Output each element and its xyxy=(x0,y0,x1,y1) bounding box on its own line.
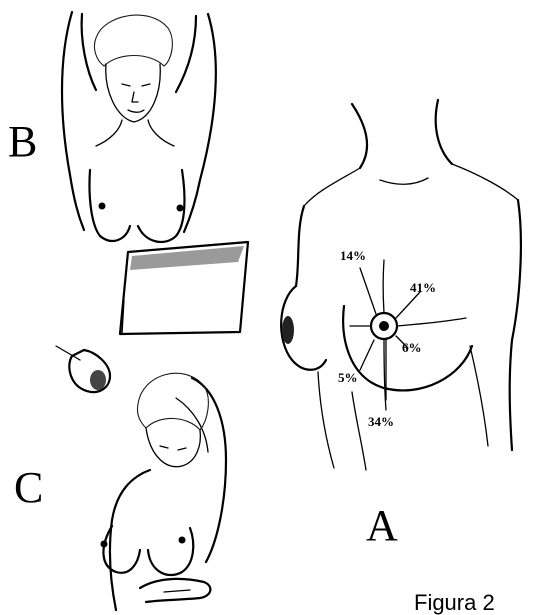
panel-b-nipple-left xyxy=(99,203,106,210)
panel-b-illustration xyxy=(62,12,248,334)
panel-label-c: C xyxy=(14,463,43,512)
panel-c-nipple-right xyxy=(179,537,186,544)
panel-a-nipple-side xyxy=(282,316,294,344)
pct-lower-outer: 6% xyxy=(402,340,422,355)
panel-b-nipple-right xyxy=(177,205,184,212)
pct-lower-inner: 5% xyxy=(338,370,358,385)
panel-a-illustration xyxy=(281,100,521,470)
panel-label-b: B xyxy=(8,117,37,166)
panel-c-nipple-left xyxy=(101,541,108,548)
panel-c-illustration xyxy=(56,346,226,610)
panel-label-a: A xyxy=(366,501,398,550)
pct-upper-inner: 14% xyxy=(340,248,366,263)
panel-a-nipple xyxy=(379,321,389,331)
pct-upper-outer: 41% xyxy=(410,280,436,295)
pct-central: 34% xyxy=(368,414,394,429)
figure-caption: Figura 2 xyxy=(414,590,495,615)
